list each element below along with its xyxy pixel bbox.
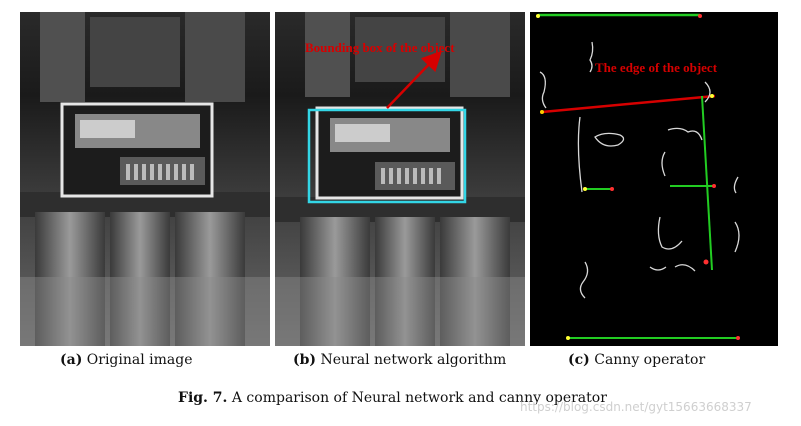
original-image (20, 12, 270, 346)
canny-edge-image: The edge of the object (530, 12, 778, 346)
canny-operator-panel: The edge of the object (530, 12, 778, 346)
subcaption-a-text: Original image (86, 352, 193, 368)
watermark: https://blog.csdn.net/gyt15663668337 (520, 400, 752, 414)
subcaption-a: (a) Original image (60, 352, 193, 368)
figure-label: Fig. 7. (178, 390, 228, 406)
subcaption-b-text: Neural network algorithm (320, 352, 507, 368)
bounding-box-label: Bounding box of the object (305, 40, 455, 55)
subcaption-a-tag: (a) (60, 352, 83, 368)
figure-caption: Fig. 7. A comparison of Neural network a… (178, 390, 607, 406)
original-image-panel (20, 12, 270, 346)
neural-network-panel: Bounding box of the object (275, 12, 525, 346)
figure-caption-text: A comparison of Neural network and canny… (231, 390, 607, 406)
subcaption-c-text: Canny operator (594, 352, 706, 368)
subcaption-b-tag: (b) (293, 352, 317, 368)
subcaption-c: (c) Canny operator (568, 352, 705, 368)
annotation-arrow (386, 50, 442, 109)
subcaption-c-tag: (c) (568, 352, 590, 368)
edge-label: The edge of the object (595, 60, 718, 75)
bounding-box (307, 108, 467, 204)
neural-network-image: Bounding box of the object (275, 12, 525, 346)
subcaption-b: (b) Neural network algorithm (293, 352, 506, 368)
